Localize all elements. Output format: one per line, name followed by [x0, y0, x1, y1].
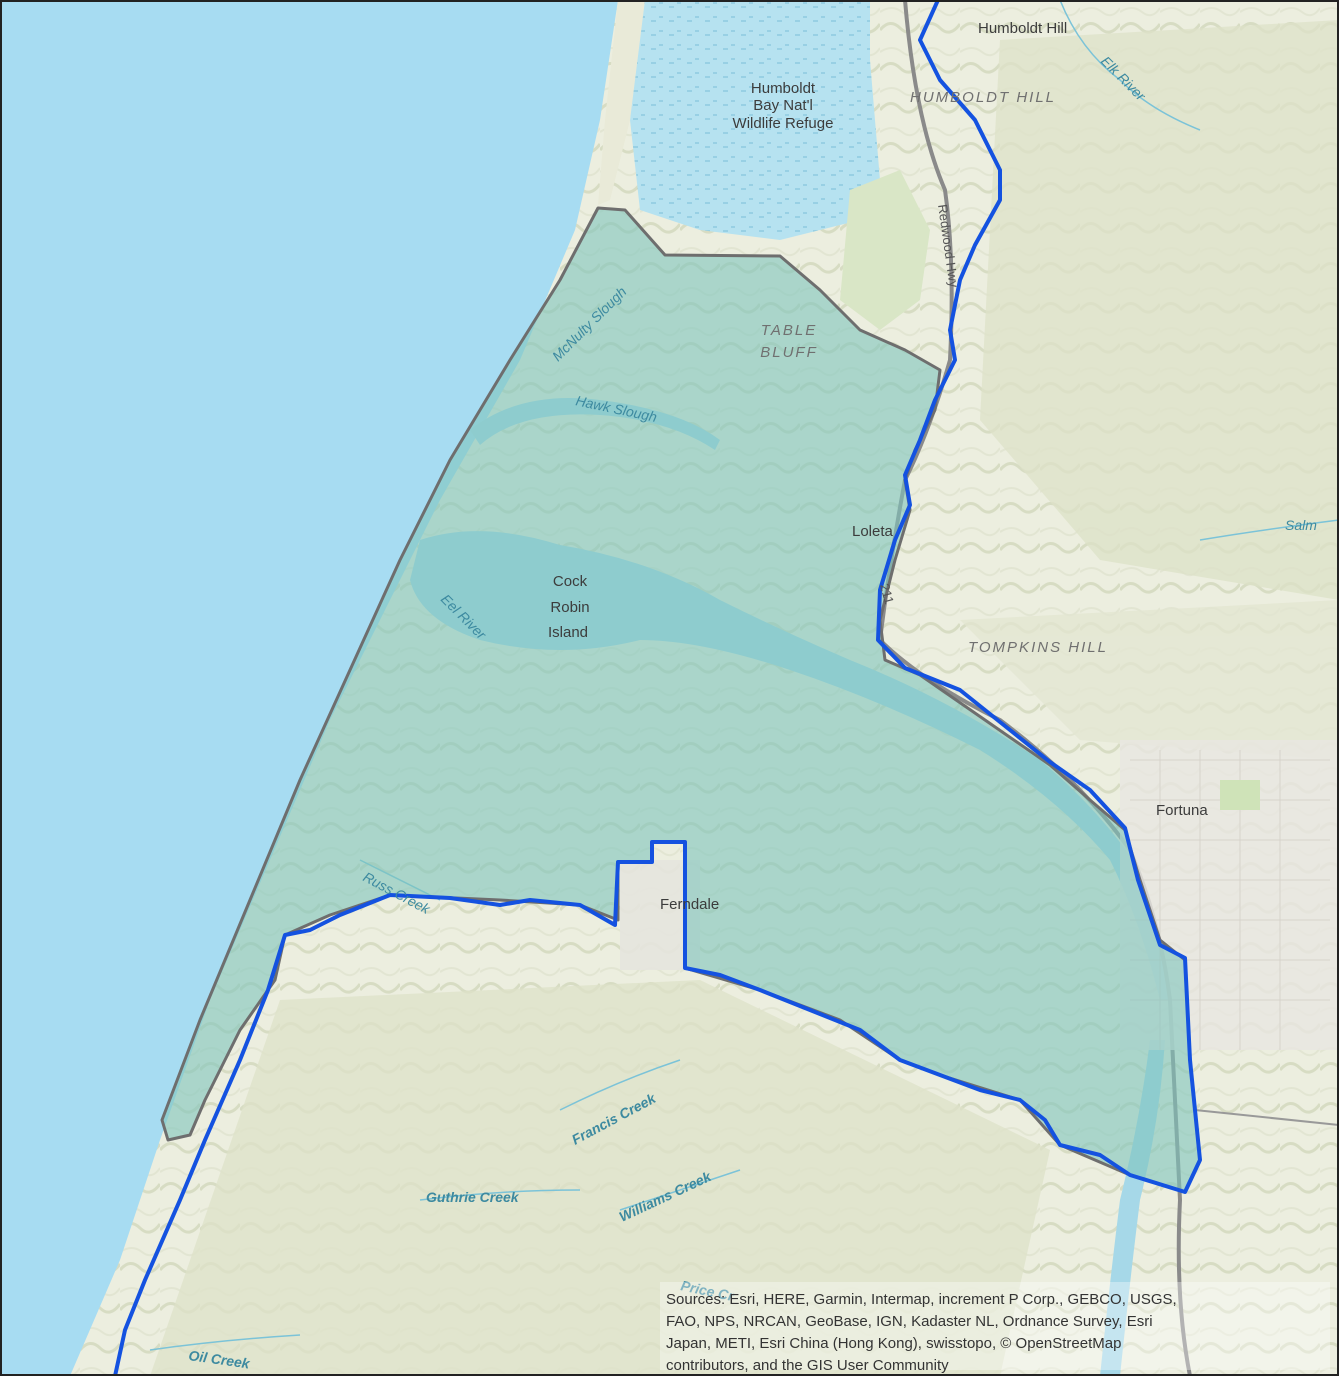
label-humboldt-hill-town: Humboldt Hill: [978, 20, 1067, 37]
label-ferndale: Ferndale: [660, 896, 719, 913]
label-loleta: Loleta: [852, 523, 894, 540]
attribution-line-1: Sources: Esri, HERE, Garmin, Intermap, i…: [666, 1291, 1177, 1308]
attribution-line-4: contributors, and the GIS User Community: [666, 1357, 949, 1374]
label-fortuna: Fortuna: [1156, 802, 1208, 819]
label-cock-robin-2: Robin: [550, 599, 589, 616]
label-humboldt-hill-region: HUMBOLDT HILL: [910, 89, 1056, 106]
hill-shading: [150, 20, 1339, 1376]
label-refuge-3: Wildlife Refuge: [733, 115, 834, 132]
label-table-bluff-1: TABLE: [761, 322, 817, 339]
pacific-ocean: [0, 0, 618, 1376]
label-table-bluff-2: BLUFF: [760, 344, 818, 361]
attribution-line-2: FAO, NPS, NRCAN, GeoBase, IGN, Kadaster …: [666, 1313, 1153, 1330]
attribution-line-3: Japan, METI, Esri China (Hong Kong), swi…: [666, 1335, 1121, 1352]
label-refuge-2: Bay Nat'l: [753, 97, 813, 114]
attribution-backdrop: [660, 1282, 1330, 1370]
label-route-211: 211: [877, 582, 897, 606]
north-spit: [598, 0, 645, 205]
label-salmon-partial: Salm: [1285, 517, 1317, 533]
label-refuge-1: Humboldt: [751, 80, 816, 97]
humboldt-bay: [630, 0, 880, 240]
blue-boundary: [113, 0, 1202, 1376]
label-tompkins-hill: TOMPKINS HILL: [968, 639, 1108, 656]
label-cock-robin-1: Cock: [553, 573, 588, 590]
label-guthrie-creek: Guthrie Creek: [426, 1189, 520, 1205]
bay-marsh: [840, 170, 930, 330]
label-cock-robin-3: Island: [548, 624, 588, 641]
